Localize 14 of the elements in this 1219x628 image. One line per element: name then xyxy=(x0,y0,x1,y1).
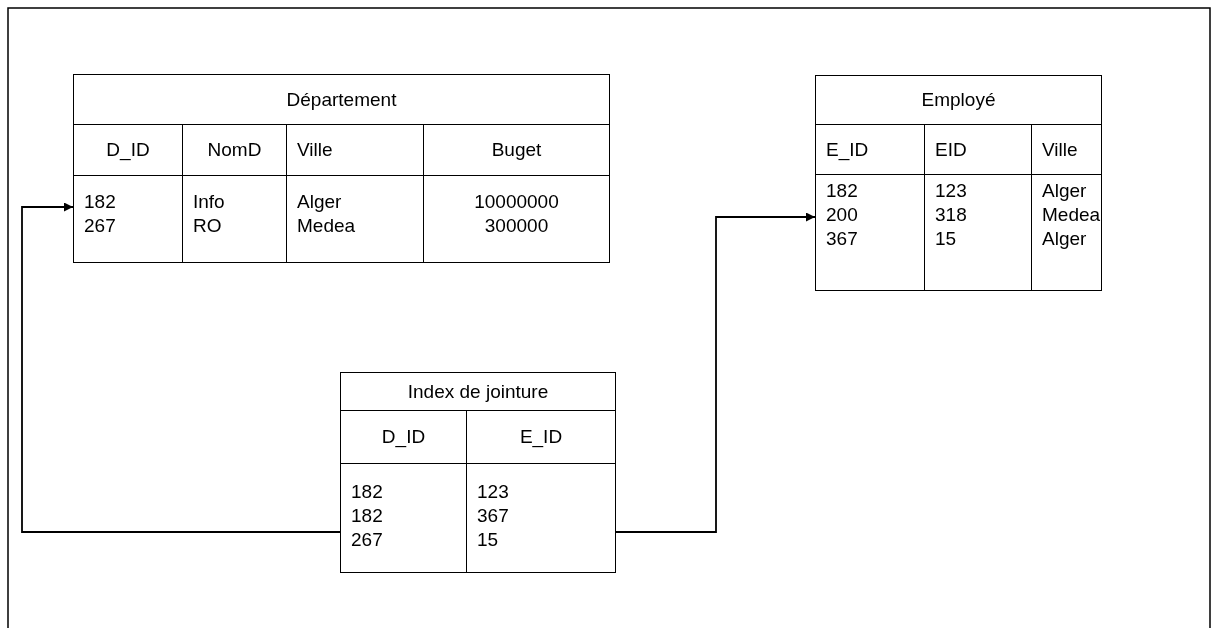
table-cell: Alger Medea Alger xyxy=(1031,174,1102,291)
table-title: Employé xyxy=(815,75,1102,125)
arrow xyxy=(614,212,816,533)
table-title: Département xyxy=(73,74,610,125)
table-cell: 182 182 267 xyxy=(340,463,467,573)
table-cell: 123 367 15 xyxy=(466,463,616,573)
table xyxy=(73,74,609,262)
table xyxy=(815,75,1101,290)
table-cell: 10000000 300000 xyxy=(423,175,610,263)
arrow xyxy=(21,202,341,533)
table-cell: 182 200 367 xyxy=(815,174,925,291)
table xyxy=(340,372,615,572)
table-title: Index de jointure xyxy=(340,372,616,411)
table-cell: 182 267 xyxy=(73,175,183,263)
